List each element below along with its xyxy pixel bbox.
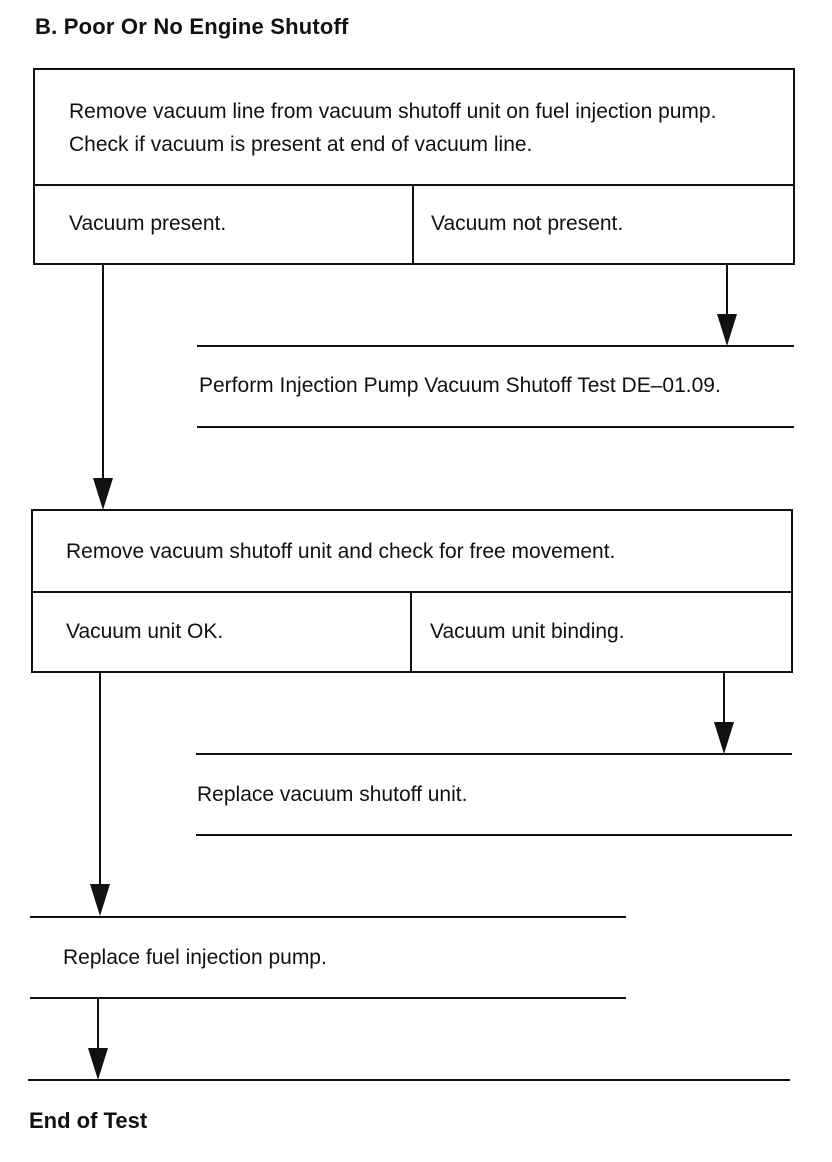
action-band-top-rule (196, 753, 792, 755)
action-band-bottom-rule (196, 834, 792, 836)
outcome-vacuum-present-text: Vacuum present. (69, 212, 227, 235)
end-of-test-label: End of Test (29, 1108, 148, 1133)
arrow-head-icon (714, 722, 734, 754)
end-rule (28, 1079, 790, 1081)
page-title: B. Poor Or No Engine Shutoff (35, 14, 349, 39)
action-replace-vacuum-shutoff-unit: Replace vacuum shutoff unit. (197, 783, 468, 806)
arrow-head-icon (717, 314, 737, 346)
decision-box-check-vacuum: Remove vacuum line from vacuum shutoff u… (33, 68, 795, 265)
arrow-head-icon (93, 478, 113, 510)
outcome-vacuum-not-present: Vacuum not present. (414, 186, 793, 263)
action-vacuum-shutoff-test: Perform Injection Pump Vacuum Shutoff Te… (199, 374, 721, 397)
outcome-vacuum-unit-ok-text: Vacuum unit OK. (66, 620, 224, 643)
action-band-top-rule (30, 916, 626, 918)
instruction-check-vacuum: Remove vacuum line from vacuum shutoff u… (35, 70, 793, 186)
arrow-head-icon (90, 884, 110, 916)
outcome-vacuum-unit-binding: Vacuum unit binding. (412, 593, 791, 671)
instruction-check-vacuum-text: Remove vacuum line from vacuum shutoff u… (69, 100, 717, 156)
decision-box-free-movement: Remove vacuum shutoff unit and check for… (31, 509, 793, 673)
instruction-free-movement: Remove vacuum shutoff unit and check for… (33, 511, 791, 593)
action-band-top-rule (197, 345, 794, 347)
action-replace-fuel-injection-pump: Replace fuel injection pump. (63, 946, 327, 969)
outcome-vacuum-unit-ok: Vacuum unit OK. (33, 593, 412, 671)
action-band-bottom-rule (197, 426, 794, 428)
outcome-vacuum-present: Vacuum present. (35, 186, 414, 263)
outcome-vacuum-not-present-text: Vacuum not present. (431, 212, 624, 235)
arrow-head-icon (88, 1048, 108, 1080)
outcome-vacuum-unit-binding-text: Vacuum unit binding. (430, 620, 625, 643)
instruction-free-movement-text: Remove vacuum shutoff unit and check for… (66, 540, 616, 563)
action-band-bottom-rule (30, 997, 626, 999)
